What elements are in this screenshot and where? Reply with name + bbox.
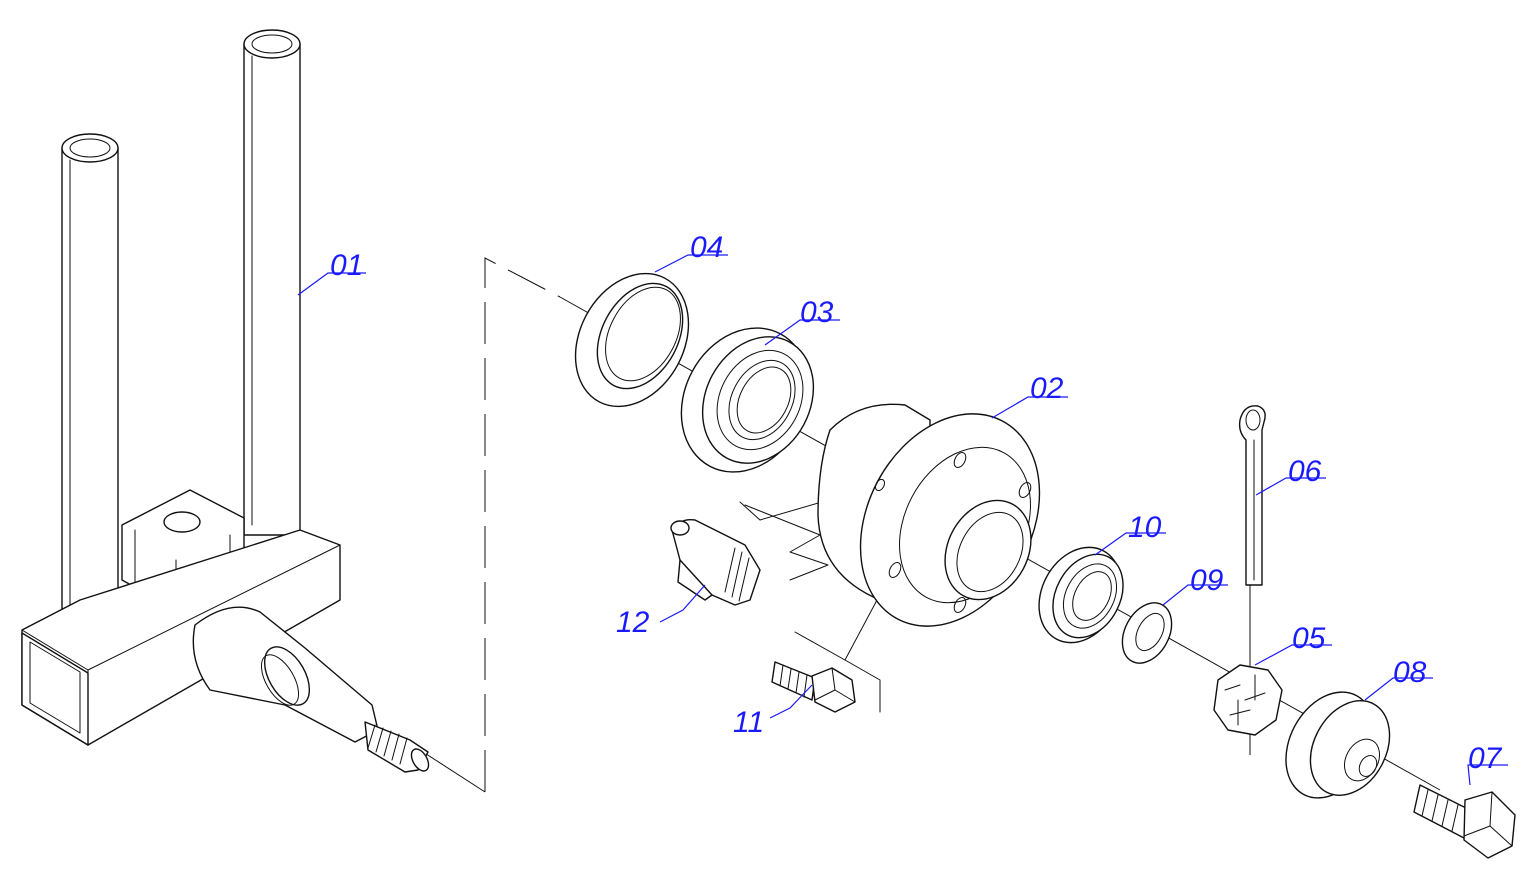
callout-02: 02 — [1030, 372, 1064, 405]
dust-cap — [1285, 691, 1391, 799]
callout-06: 06 — [1288, 455, 1322, 488]
hub-bolt — [771, 661, 856, 713]
flat-washer — [1121, 602, 1173, 664]
callout-labels: 01 02 03 04 05 06 07 08 09 10 11 12 — [330, 231, 1503, 775]
callout-11: 11 — [733, 706, 764, 739]
callout-09: 09 — [1190, 564, 1224, 597]
callout-07: 07 — [1468, 742, 1503, 775]
callout-04: 04 — [690, 231, 723, 264]
castle-nut — [1213, 664, 1283, 736]
callout-12: 12 — [616, 606, 650, 639]
grease-seal — [574, 272, 690, 408]
callout-08: 08 — [1393, 656, 1427, 689]
callout-03: 03 — [800, 296, 834, 329]
spindle-frame — [21, 29, 430, 773]
callout-leaders — [297, 254, 1508, 786]
end-bolt — [1413, 784, 1516, 859]
cotter-pin — [1238, 405, 1266, 586]
grease-fitting — [670, 519, 761, 606]
callout-10: 10 — [1128, 511, 1162, 544]
wheel-hub — [817, 403, 1041, 627]
callout-01: 01 — [330, 249, 363, 282]
callout-05: 05 — [1292, 622, 1326, 655]
inner-bearing — [1038, 546, 1124, 644]
